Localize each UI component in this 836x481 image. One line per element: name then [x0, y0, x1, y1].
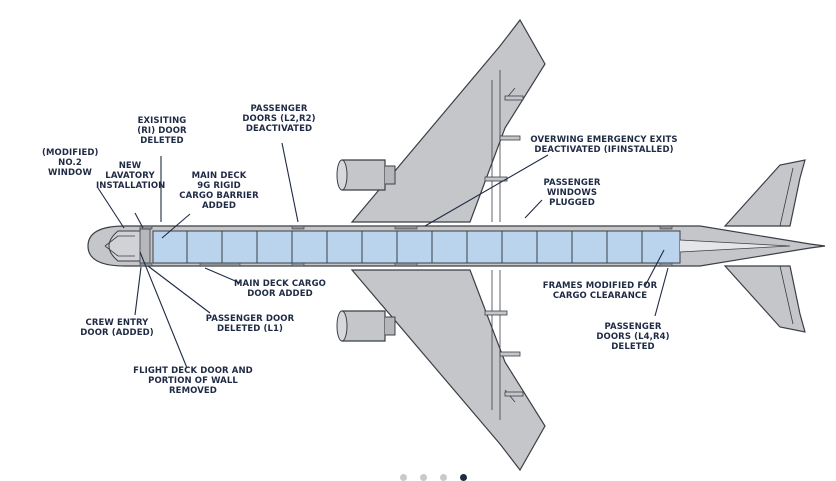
- callout-frames-modified: FRAMES MODIFIED FOR CARGO CLEARANCE: [542, 281, 658, 301]
- callout-door-l1: PASSENGER DOOR DELETED (L1): [205, 314, 295, 334]
- carousel-dot-3[interactable]: [440, 474, 447, 481]
- callout-ri-door: EXISITING (RI) DOOR DELETED: [137, 116, 187, 146]
- upper-engine: [336, 159, 396, 191]
- callout-flight-deck: FLIGHT DECK DOOR AND PORTION OF WALL REM…: [133, 366, 253, 396]
- callout-leaders: [97, 142, 669, 369]
- cockpit-outline: [108, 230, 140, 262]
- callout-doors-l2-r2: PASSENGER DOORS (L2,R2) DEACTIVATED: [242, 104, 316, 134]
- cargo-hold: [152, 230, 681, 264]
- callout-crew-entry: CREW ENTRY DOOR (ADDED): [80, 318, 154, 338]
- callout-cargo-door: MAIN DECK CARGO DOOR ADDED: [234, 279, 326, 299]
- carousel-dot-2[interactable]: [420, 474, 427, 481]
- lower-stabilizer: [723, 265, 806, 333]
- carousel-dot-1[interactable]: [400, 474, 407, 481]
- callout-cargo-barrier: MAIN DECK 9G RIGID CARGO BARRIER ADDED: [179, 171, 259, 211]
- carousel-dots: [398, 471, 478, 481]
- callout-overwing-exits: OVERWING EMERGENCY EXITS DEACTIVATED (IF…: [530, 135, 678, 155]
- callout-lavatory: NEW LAVATORY INSTALLATION: [96, 161, 166, 191]
- callout-modified-window: (MODIFIED) NO.2 WINDOW: [42, 148, 99, 178]
- upper-stabilizer: [723, 159, 806, 227]
- lower-engine: [336, 310, 396, 342]
- cargo-position-dividers: [186, 231, 643, 263]
- callout-doors-l4-r4: PASSENGER DOORS (L4,R4) DELETED: [596, 322, 670, 352]
- lower-wing: [350, 269, 546, 472]
- callout-windows-plugged: PASSENGER WINDOWS PLUGGED: [543, 178, 601, 208]
- carousel-dot-4-active[interactable]: [460, 474, 467, 481]
- upper-wing: [350, 18, 546, 223]
